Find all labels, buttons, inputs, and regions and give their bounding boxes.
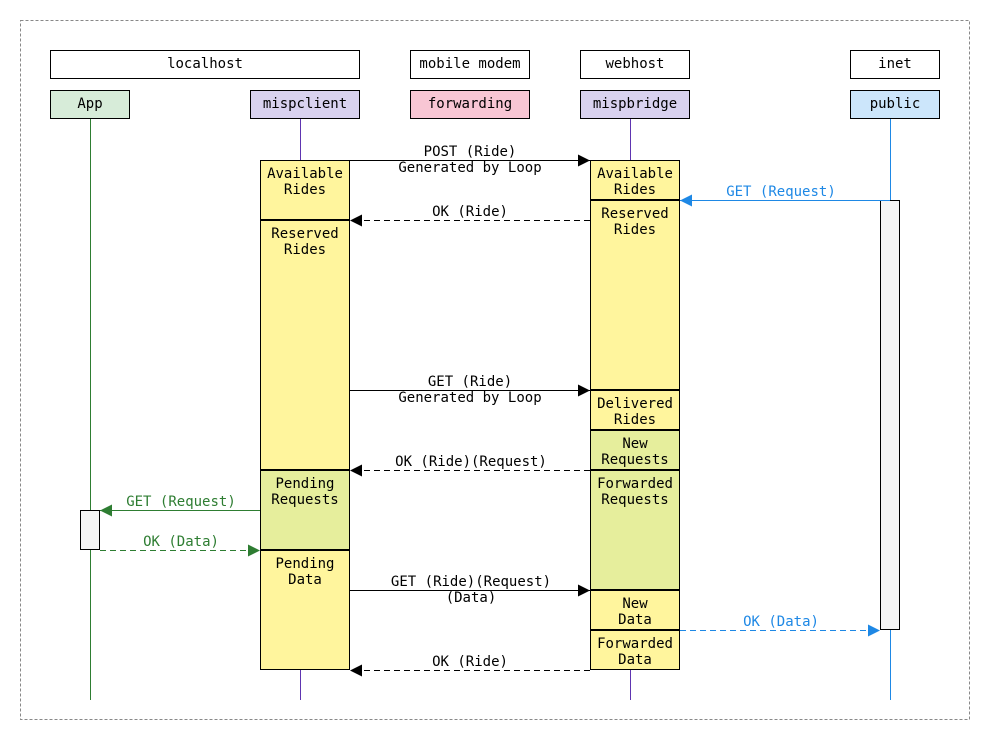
group-inet: inet xyxy=(850,50,940,79)
group-mobile-modem-label: mobile modem xyxy=(419,56,520,72)
app-activation-bar xyxy=(80,510,100,550)
mispbridge-forwarded-requests: Forwarded Requests xyxy=(590,470,680,590)
group-webhost: webhost xyxy=(580,50,690,79)
svg-text:Data: Data xyxy=(288,572,322,588)
svg-text:Forwarded: Forwarded xyxy=(597,636,673,652)
message-get-request-app: GET (Request) xyxy=(100,494,260,517)
svg-text:Requests: Requests xyxy=(601,452,668,468)
mispbridge-new-requests: New Requests xyxy=(590,430,680,470)
mispclient-pending-requests: Pending Requests xyxy=(260,470,350,550)
svg-text:Available: Available xyxy=(267,166,343,182)
participant-mispclient-label: mispclient xyxy=(263,96,347,112)
svg-text:Requests: Requests xyxy=(271,492,338,508)
svg-text:Delivered: Delivered xyxy=(597,396,673,412)
mispclient-pending-data: Pending Data xyxy=(260,550,350,670)
svg-text:Reserved: Reserved xyxy=(271,226,338,242)
svg-text:OK (Ride): OK (Ride) xyxy=(432,204,508,220)
svg-text:Rides: Rides xyxy=(614,182,656,198)
mispbridge-forwarded-data: Forwarded Data xyxy=(590,630,680,670)
group-inet-label: inet xyxy=(878,56,912,72)
svg-text:GET (Request): GET (Request) xyxy=(726,184,836,200)
message-get-ride: GET (Ride) Generated by Loop xyxy=(350,374,590,406)
mispbridge-new-data: New Data xyxy=(590,590,680,630)
svg-text:OK (Data): OK (Data) xyxy=(143,534,219,550)
svg-text:GET (Ride): GET (Ride) xyxy=(428,374,512,390)
svg-text:Data: Data xyxy=(618,652,652,668)
group-mobile-modem: mobile modem xyxy=(410,50,530,79)
svg-text:OK (Ride): OK (Ride) xyxy=(432,654,508,670)
participant-mispbridge-label: mispbridge xyxy=(593,96,677,112)
participant-public-label: public xyxy=(870,96,921,112)
svg-text:Available: Available xyxy=(597,166,673,182)
message-ok-ride-request: OK (Ride)(Request) xyxy=(350,454,590,477)
svg-text:OK (Ride)(Request): OK (Ride)(Request) xyxy=(395,454,547,470)
svg-text:Pending: Pending xyxy=(275,476,334,492)
group-localhost-label: localhost xyxy=(167,56,243,72)
mispclient-reserved-rides: Reserved Rides xyxy=(260,220,350,470)
svg-text:(Data): (Data) xyxy=(446,590,497,606)
svg-text:POST (Ride): POST (Ride) xyxy=(424,144,517,160)
svg-text:Rides: Rides xyxy=(614,222,656,238)
svg-text:Rides: Rides xyxy=(284,182,326,198)
participant-mispbridge: mispbridge xyxy=(580,90,690,119)
message-post-ride: POST (Ride) Generated by Loop xyxy=(350,144,590,176)
svg-text:New: New xyxy=(622,596,648,612)
participant-public: public xyxy=(850,90,940,119)
group-localhost: localhost xyxy=(50,50,360,79)
svg-text:New: New xyxy=(622,436,648,452)
svg-text:Rides: Rides xyxy=(614,412,656,428)
mispbridge-delivered-rides: Delivered Rides xyxy=(590,390,680,430)
participant-mispclient: mispclient xyxy=(250,90,360,119)
svg-text:GET (Request): GET (Request) xyxy=(126,494,236,510)
participant-forwarding: forwarding xyxy=(410,90,530,119)
svg-text:Reserved: Reserved xyxy=(601,206,668,222)
svg-text:Forwarded: Forwarded xyxy=(597,476,673,492)
participant-app: App xyxy=(50,90,130,119)
mispbridge-available-rides: Available Rides xyxy=(590,160,680,200)
participant-forwarding-label: forwarding xyxy=(428,96,512,112)
message-get-request-public: GET (Request) xyxy=(680,184,890,207)
mispclient-available-rides: Available Rides xyxy=(260,160,350,220)
svg-text:GET (Ride)(Request): GET (Ride)(Request) xyxy=(391,574,551,590)
group-webhost-label: webhost xyxy=(605,56,664,72)
message-ok-ride-1: OK (Ride) xyxy=(350,204,590,227)
svg-text:Generated by Loop: Generated by Loop xyxy=(398,390,541,406)
svg-text:OK (Data): OK (Data) xyxy=(743,614,819,630)
message-ok-data-public: OK (Data) xyxy=(680,614,880,637)
mispbridge-reserved-rides: Reserved Rides xyxy=(590,200,680,390)
svg-text:Rides: Rides xyxy=(284,242,326,258)
svg-text:Requests: Requests xyxy=(601,492,668,508)
diagram-frame xyxy=(20,20,970,720)
public-activation-bar xyxy=(880,200,900,630)
svg-text:Data: Data xyxy=(618,612,652,628)
message-ok-data-app: OK (Data) xyxy=(100,534,260,557)
svg-text:Pending: Pending xyxy=(275,556,334,572)
message-get-ride-request-data: GET (Ride)(Request) (Data) xyxy=(350,574,590,606)
message-ok-ride-2: OK (Ride) xyxy=(350,654,590,677)
participant-app-label: App xyxy=(77,96,102,112)
svg-text:Generated by Loop: Generated by Loop xyxy=(398,160,541,176)
